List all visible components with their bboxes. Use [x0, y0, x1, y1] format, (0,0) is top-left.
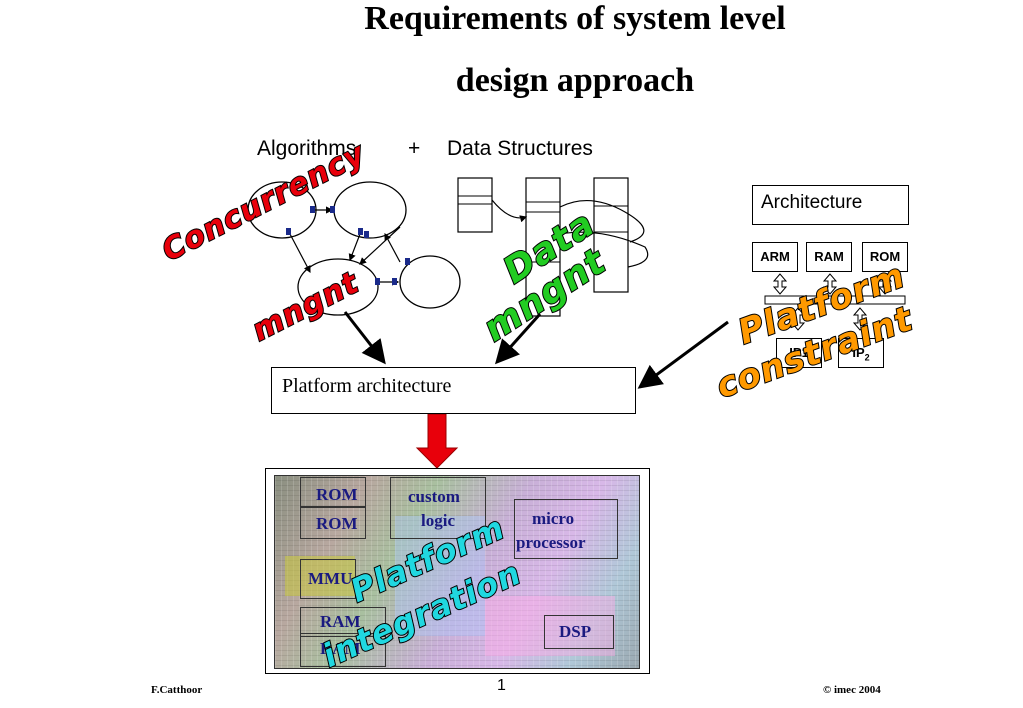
- algorithm-graph: [247, 181, 461, 316]
- architecture-label: Architecture: [761, 192, 863, 213]
- footer-copyright: © imec 2004: [823, 684, 881, 696]
- chip-custom-logic-2: logic: [421, 511, 455, 530]
- arrow-from-algorithms: [343, 311, 386, 365]
- graph-node: [399, 255, 461, 309]
- chip-custom-logic-1: custom: [408, 487, 460, 506]
- chip-rom-1: ROM: [316, 485, 358, 504]
- ip2-subscript: 2: [864, 352, 870, 363]
- arm-block: ARM: [752, 242, 798, 272]
- ip2-label: IP: [852, 345, 865, 360]
- chip-microprocessor-region: [514, 499, 618, 559]
- architecture-bus: [764, 273, 906, 331]
- architecture-box: Architecture: [752, 185, 909, 225]
- arrow-from-architecture: [637, 320, 729, 389]
- ram-block: RAM: [806, 242, 852, 272]
- chip-rom-2: ROM: [316, 514, 358, 533]
- chip-ram-1: RAM: [320, 612, 361, 631]
- chip-ram-2: RAM: [320, 639, 361, 658]
- data-structures-graphic: [457, 177, 649, 317]
- rom-block: ROM: [862, 242, 908, 272]
- chip-ram-2-region: [300, 633, 386, 667]
- chip-dsp-region: [544, 615, 614, 649]
- ip2-block: IP2: [838, 338, 884, 368]
- chip-ram-1-region: [300, 607, 386, 637]
- title-line-2: design approach: [455, 62, 695, 99]
- chip-dsp: DSP: [559, 622, 592, 641]
- chip-processor: processor: [516, 533, 586, 552]
- chip-custom-logic-region: [390, 477, 486, 539]
- algorithms-label: Algorithms: [257, 137, 357, 160]
- chip-rom-1-region: [300, 477, 366, 507]
- chip-rom-2-region: [300, 507, 366, 539]
- chip-mmu-region: [300, 559, 356, 599]
- data-structures-label: Data Structures: [447, 137, 593, 160]
- platform-architecture-box: Platform architecture: [271, 367, 636, 414]
- plus-label: +: [408, 137, 421, 160]
- platform-architecture-label: Platform architecture: [282, 375, 452, 397]
- chip-micro: micro: [532, 509, 575, 528]
- page-number: 1: [497, 677, 506, 694]
- chip-frame: ROM ROM custom logic micro processor MMU…: [265, 468, 650, 674]
- arrow-from-data: [494, 312, 542, 365]
- footer-author: F.Catthoor: [151, 684, 203, 696]
- ip1-block: IP1: [776, 338, 822, 368]
- chip-mmu: MMU: [308, 569, 353, 588]
- red-down-arrow: [415, 413, 459, 469]
- graph-node: [297, 258, 379, 316]
- title-line-1: Requirements of system level: [364, 0, 786, 37]
